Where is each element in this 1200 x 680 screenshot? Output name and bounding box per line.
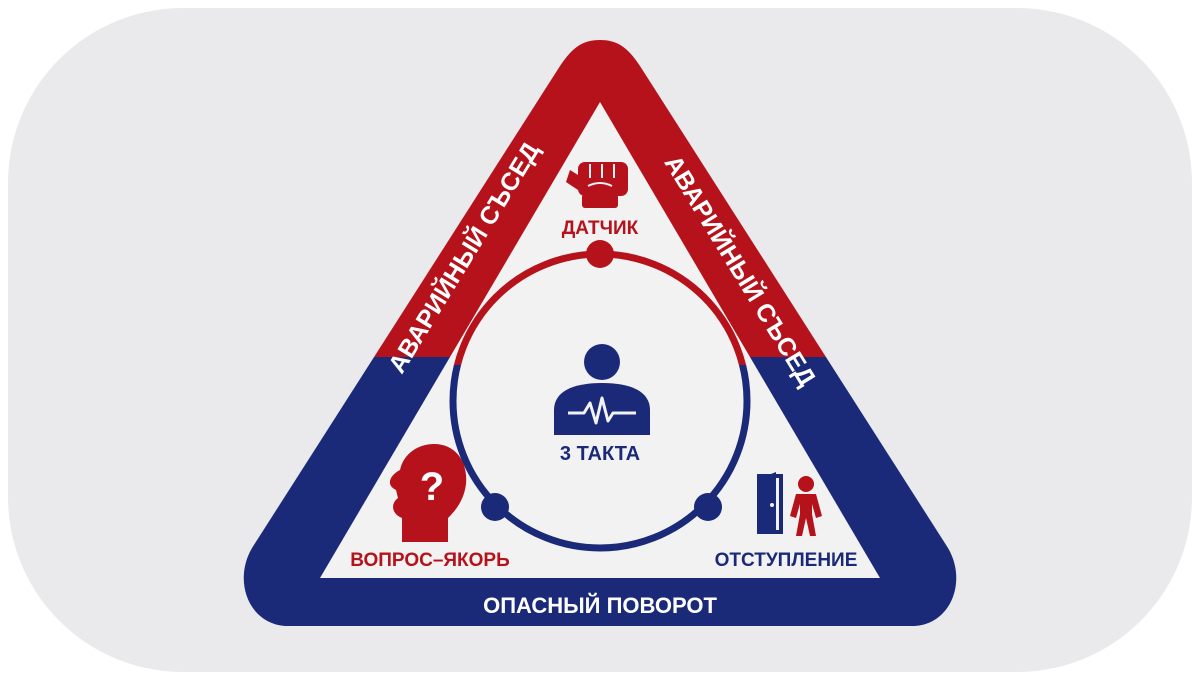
cycle-circle-bottom: [449, 365, 751, 552]
node-top: [586, 240, 614, 268]
right-node-label: ОТСТУПЛЕНИЕ: [715, 550, 858, 571]
node-right: [694, 493, 722, 521]
left-node-label: ВОПРОС–ЯКОРЬ: [350, 550, 510, 571]
node-left: [481, 493, 509, 521]
fist-icon: [566, 162, 628, 208]
door-exit-person-icon: [757, 472, 822, 536]
person-heartbeat-icon: [554, 344, 650, 435]
top-node-label: ДАТЧИК: [562, 218, 639, 239]
bottom-side-label: ОПАСНЫЙ ПОВОРОТ: [483, 593, 717, 618]
head-question-icon: ?: [389, 444, 467, 542]
question-mark-glyph: ?: [420, 465, 444, 509]
center-label: 3 ТАКТА: [560, 443, 640, 465]
